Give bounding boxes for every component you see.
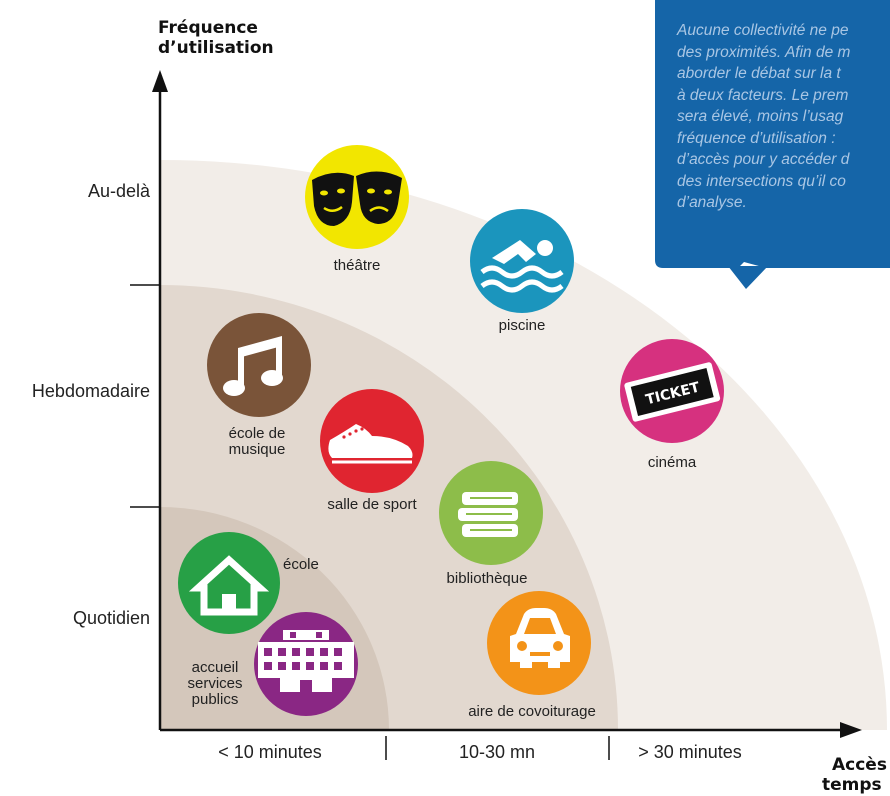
musique-label-line2: musique	[229, 441, 286, 458]
covoiturage-label: aire de covoiturage	[468, 703, 596, 720]
x-axis-title-line2: temps	[822, 775, 882, 795]
y-axis-arrow	[152, 70, 168, 92]
musique-label-line1: école de	[229, 425, 286, 442]
cinema-label: cinéma	[648, 454, 697, 471]
x-level-label: > 30 minutes	[638, 742, 742, 762]
accueil-label-line1: accueil	[192, 659, 239, 676]
ecole-label: école	[283, 556, 319, 573]
sneaker-icon	[328, 424, 413, 464]
callout-line: d’analyse.	[677, 194, 747, 211]
accueil-label-line2: services	[187, 675, 242, 692]
bibliotheque-node: bibliothèque	[439, 461, 543, 587]
music-note-icon	[223, 336, 283, 396]
theater-masks-icon	[312, 171, 402, 226]
y-axis-title-line1: Fréquence	[158, 18, 258, 38]
musique-node: école de musique	[207, 313, 311, 458]
x-level-label: 10-30 mn	[459, 742, 535, 762]
sport-node: salle de sport	[320, 389, 424, 513]
callout-line: à deux facteurs. Le prem	[677, 86, 849, 104]
callout-line: des proximités. Afin de m	[677, 43, 851, 61]
callout-bubble	[655, 0, 890, 268]
piscine-label: piscine	[499, 317, 546, 334]
y-axis-title-line2: d’utilisation	[158, 38, 274, 58]
ecole-circle	[178, 532, 280, 634]
books-icon	[458, 492, 518, 537]
covoiturage-node: aire de covoiturage	[468, 591, 596, 720]
callout-line: d’accès pour y accéder d	[677, 151, 850, 168]
bibliotheque-label: bibliothèque	[447, 570, 528, 587]
callout-tail	[728, 266, 768, 289]
y-level-label: Hebdomadaire	[32, 381, 150, 401]
y-level-label: Quotidien	[73, 608, 150, 628]
accueil-label-line3: publics	[192, 691, 239, 708]
cinema-node: TICKET cinéma	[620, 339, 724, 471]
x-axis-title-line1: Accès	[832, 755, 887, 775]
sport-label: salle de sport	[327, 496, 417, 513]
callout-text: Aucune collectivité ne pe des proximités…	[677, 20, 890, 214]
swimmer-icon	[480, 240, 564, 293]
ticket-icon: TICKET	[624, 362, 721, 422]
piscine-node: piscine	[470, 209, 574, 334]
ecole-node: école	[178, 532, 319, 634]
callout-line: sera élevé, moins l’usag	[677, 108, 844, 125]
callout-line: des intersections qu’il co	[677, 172, 846, 190]
musique-circle	[207, 313, 311, 417]
house-icon	[188, 555, 270, 616]
callout-box: Aucune collectivité ne pe des proximités…	[655, 0, 890, 268]
car-icon	[510, 608, 570, 668]
x-level-label: < 10 minutes	[218, 742, 322, 762]
y-level-label: Au-delà	[88, 181, 151, 201]
building-icon	[258, 630, 354, 692]
callout-line: Aucune collectivité ne pe	[677, 22, 849, 39]
piscine-circle	[470, 209, 574, 313]
callout-line: fréquence d’utilisation :	[677, 129, 836, 147]
theatre-label: théâtre	[334, 257, 381, 274]
theatre-node: théâtre	[305, 145, 409, 274]
accueil-node: accueil services publics	[187, 612, 358, 716]
callout-line: aborder le débat sur la t	[677, 65, 841, 82]
x-axis-arrow	[840, 722, 862, 738]
